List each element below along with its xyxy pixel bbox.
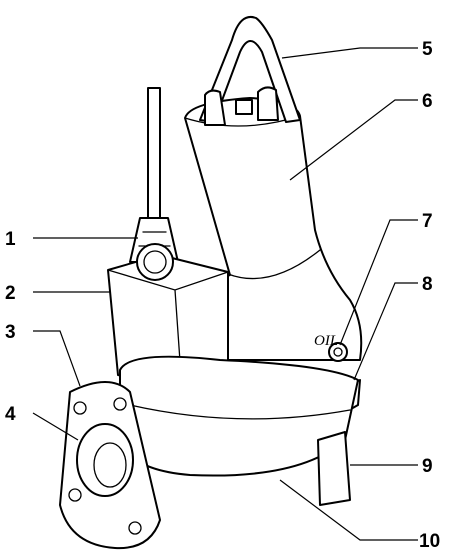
pump-housing [119,355,359,477]
callout-1: 1 [5,229,16,250]
callout-9: 9 [422,456,433,477]
lifting-handle [199,16,301,126]
callout-3: 3 [5,322,16,343]
support-foot [317,431,351,506]
leader-lines [32,47,418,541]
callout-10: 10 [419,531,440,551]
callout-4: 4 [5,404,16,425]
leader-6 [289,99,418,181]
oil-screw: OIL [314,333,348,362]
power-cable [129,87,179,263]
callout-6: 6 [422,91,433,112]
leader-7 [339,219,418,346]
callout-5: 5 [422,39,433,60]
terminal-box [107,243,229,391]
callout-8: 8 [422,274,433,295]
callout-labels: 1 2 3 4 5 6 7 8 9 10 [5,39,440,551]
leader-8 [353,282,418,381]
leader-5 [281,47,418,59]
callout-7: 7 [422,211,433,232]
oil-marking: OIL [314,333,338,349]
leader-3 [33,330,81,387]
leader-4 [32,412,79,441]
leader-10 [279,479,418,541]
outlet-opening [76,423,134,497]
callout-2: 2 [5,283,16,304]
